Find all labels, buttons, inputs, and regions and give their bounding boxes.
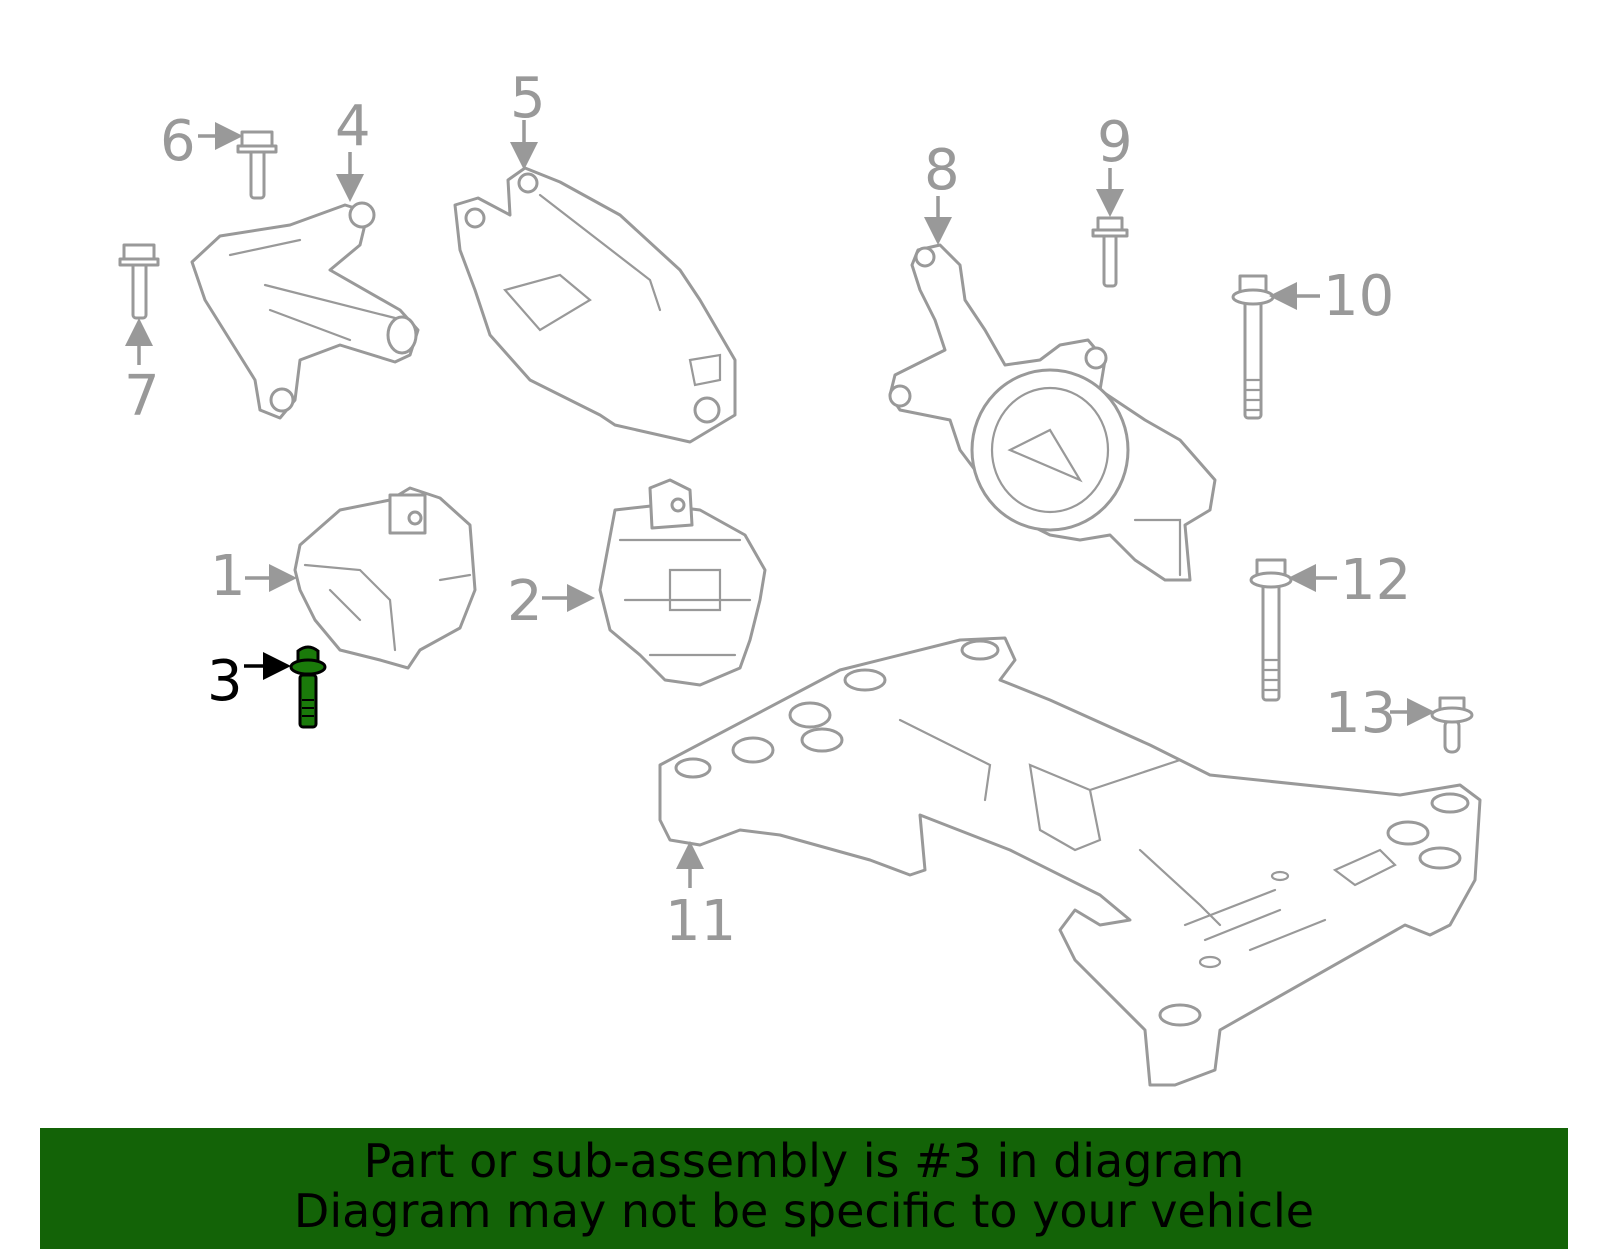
callout-label-13: 13 bbox=[1325, 681, 1396, 746]
callout-label-9: 9 bbox=[1097, 110, 1133, 175]
callout-label-3-highlighted: 3 bbox=[207, 649, 243, 714]
callout-label-10: 10 bbox=[1323, 264, 1394, 329]
part-13-bolt[interactable] bbox=[1430, 696, 1474, 754]
part-12-bolt[interactable] bbox=[1249, 558, 1293, 702]
part-5-cover[interactable] bbox=[453, 166, 737, 444]
part-2-engine-mount[interactable] bbox=[598, 478, 767, 687]
part-10-bolt[interactable] bbox=[1231, 274, 1275, 420]
callout-label-4: 4 bbox=[335, 94, 371, 159]
part-9-bolt[interactable] bbox=[1091, 216, 1129, 288]
callout-label-8: 8 bbox=[924, 138, 960, 203]
banner-line-disclaimer: Diagram may not be specific to your vehi… bbox=[293, 1184, 1315, 1238]
banner-line-part: Part or sub-assembly is #3 in diagram bbox=[363, 1134, 1245, 1188]
callout-label-5: 5 bbox=[510, 66, 546, 131]
part-7-bolt[interactable] bbox=[118, 243, 160, 320]
part-6-bolt[interactable] bbox=[236, 130, 278, 200]
part-11-crossmember[interactable] bbox=[658, 636, 1482, 1087]
callout-arrows bbox=[125, 120, 1435, 888]
callout-label-2: 2 bbox=[507, 569, 543, 634]
part-3-bolt-highlighted[interactable] bbox=[289, 645, 327, 729]
part-1-engine-mount[interactable] bbox=[293, 486, 477, 670]
info-banner: Part or sub-assembly is #3 in diagram Di… bbox=[40, 1128, 1568, 1249]
callout-label-1: 1 bbox=[210, 544, 246, 609]
callout-label-6: 6 bbox=[160, 109, 196, 174]
part-8-transmission-mount[interactable] bbox=[888, 243, 1217, 582]
callout-label-12: 12 bbox=[1340, 548, 1411, 613]
callout-label-7: 7 bbox=[124, 364, 160, 429]
part-4-bracket[interactable] bbox=[190, 201, 420, 420]
callout-label-11: 11 bbox=[665, 889, 736, 954]
